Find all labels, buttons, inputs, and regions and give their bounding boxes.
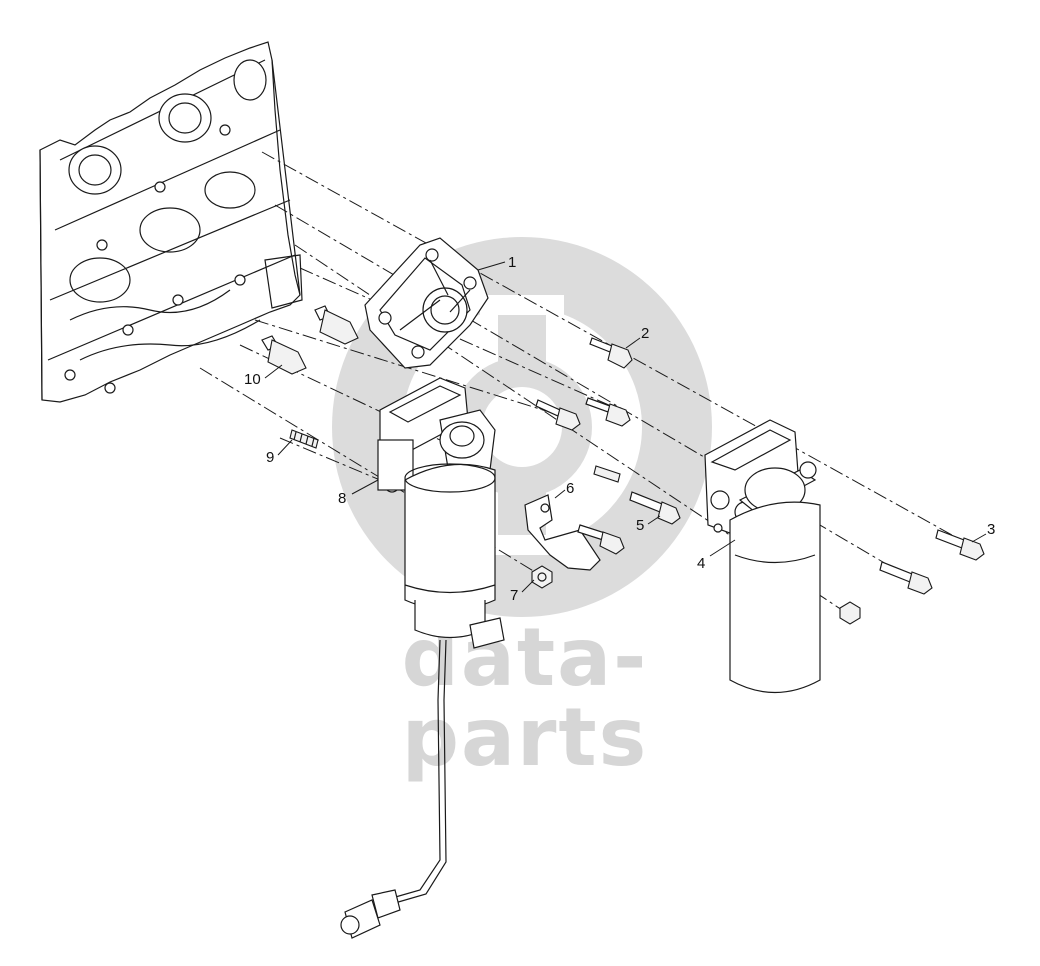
leader-lines: [264, 261, 987, 593]
bolt-part-3: [839, 529, 985, 625]
callout-8: 8: [338, 490, 346, 507]
bolt-part-2: [589, 337, 633, 369]
spacer-part-10: [261, 305, 359, 375]
bracket-part-1: [364, 237, 489, 369]
clip-bracket-part-6: [524, 465, 625, 571]
fuel-filter-part-8: [340, 377, 505, 939]
callout-5: 5: [636, 517, 644, 534]
callout-7: 7: [510, 587, 518, 604]
bolts-center: [535, 397, 631, 431]
callout-6: 6: [566, 480, 574, 497]
bolt-part-5: [629, 491, 681, 525]
oil-filter-part-4: [704, 419, 821, 694]
callout-labels: 1 2 3 4 5 6 7 8 9 10: [244, 254, 995, 604]
callout-4: 4: [697, 555, 705, 572]
callout-2: 2: [641, 325, 649, 342]
callout-3: 3: [987, 521, 995, 538]
stud-part-9: [289, 429, 319, 449]
callout-9: 9: [266, 449, 274, 466]
engine-block: [39, 41, 303, 403]
callout-1: 1: [508, 254, 516, 271]
callout-10: 10: [244, 371, 261, 388]
nut-part-7: [531, 565, 553, 589]
